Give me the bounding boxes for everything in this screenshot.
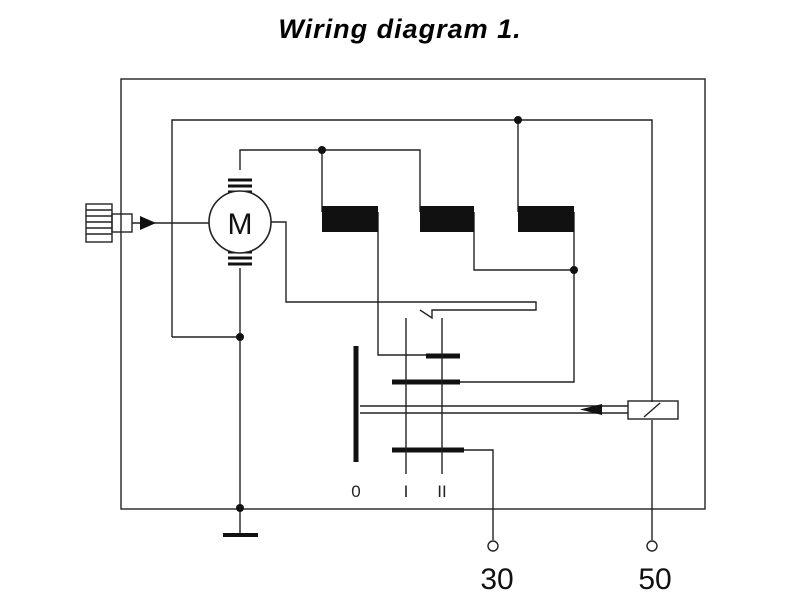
- switch-position-label: II: [437, 482, 446, 501]
- diagram-title: Wiring diagram 1.: [278, 14, 522, 44]
- motor-right-wire: [271, 221, 537, 320]
- switch-position-label: 0: [351, 482, 360, 501]
- motor-label: M: [228, 208, 253, 241]
- terminal-label-30: 30: [480, 563, 513, 596]
- plug-connector: [85, 203, 209, 243]
- junction-dot: [236, 333, 244, 341]
- housing-frame: [120, 78, 706, 510]
- terminal-label-50: 50: [638, 563, 671, 596]
- solenoid-box: [627, 400, 679, 420]
- top-rail-wire: [171, 119, 653, 402]
- terminal-30-post: [487, 540, 499, 552]
- junction-dot: [318, 146, 326, 154]
- terminal-30-lead: [464, 449, 494, 540]
- field-coil-2: [420, 206, 474, 232]
- junction-dot: [236, 504, 244, 512]
- motor-symbol: M: [208, 178, 272, 266]
- field-coil-3: [518, 206, 574, 232]
- solenoid-coil-mark: [643, 402, 661, 418]
- switch-position-label: I: [404, 482, 409, 501]
- junction-dot: [514, 116, 522, 124]
- junction-dot: [570, 266, 578, 274]
- motor-top-wire: [239, 149, 421, 212]
- coil-1-right-wire: [377, 212, 430, 356]
- coil-3-right-wire: [460, 212, 575, 383]
- rod-arrow: [580, 404, 602, 415]
- field-coil-1: [322, 206, 378, 232]
- terminal-50-post: [646, 540, 658, 552]
